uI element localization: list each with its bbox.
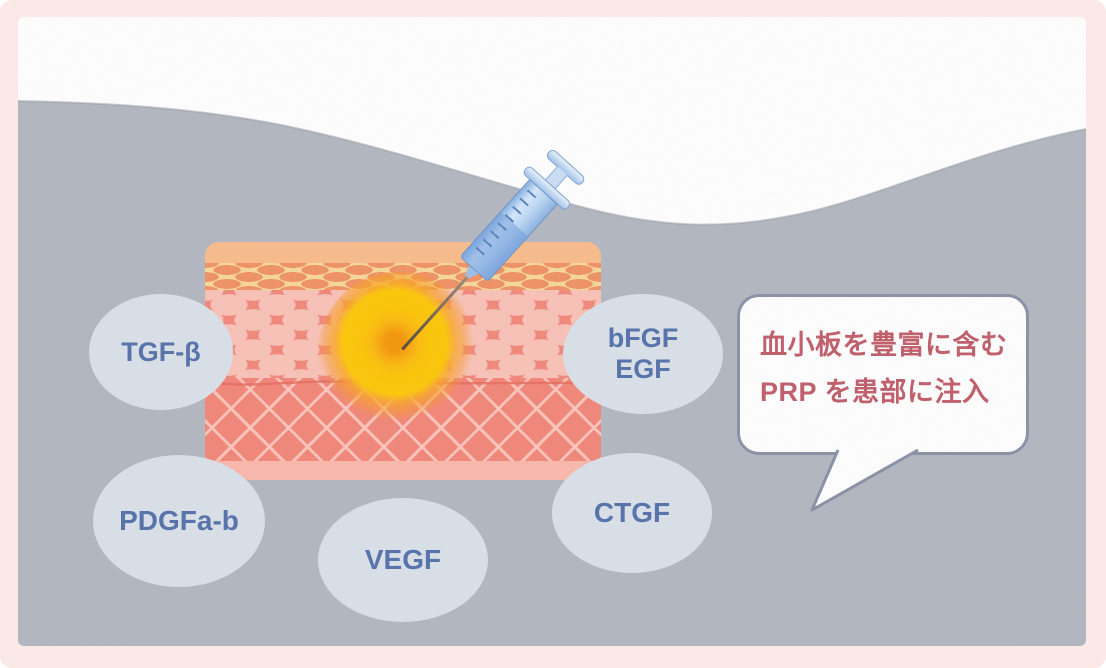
skin-layer-epidermis <box>205 242 601 263</box>
label-text-tgf-beta: TGF-β <box>121 336 201 367</box>
label-text-bfgf: bFGF <box>607 323 679 353</box>
label-ellipse-vegf: VEGF <box>318 498 488 622</box>
label-text-pdgf: PDGFa-b <box>119 505 239 536</box>
label-ellipse-bfgf-egf: bFGF EGF <box>563 294 723 414</box>
speech-bubble: 血小板を豊富に含む PRP を患部に注入 <box>737 294 1029 455</box>
label-text-vegf: VEGF <box>364 544 442 575</box>
label-ellipse-tgf-beta: TGF-β <box>89 294 233 410</box>
speech-bubble-line-2: PRP を患部に注入 <box>760 377 990 407</box>
speech-bubble-tail <box>810 448 919 512</box>
label-ellipse-ctgf: CTGF <box>552 453 712 573</box>
label-ellipse-pdgf: PDGFa-b <box>93 455 265 587</box>
label-text-egf: EGF <box>615 354 671 384</box>
speech-bubble-line-1: 血小板を豊富に含む <box>760 330 1008 360</box>
skin-layer-base <box>205 461 601 480</box>
label-text-ctgf: CTGF <box>593 497 671 528</box>
illustration-canvas: TGF-β bFGF EGF PDGFa-b VEGF CTGF 血小板を豊富に… <box>18 17 1086 646</box>
